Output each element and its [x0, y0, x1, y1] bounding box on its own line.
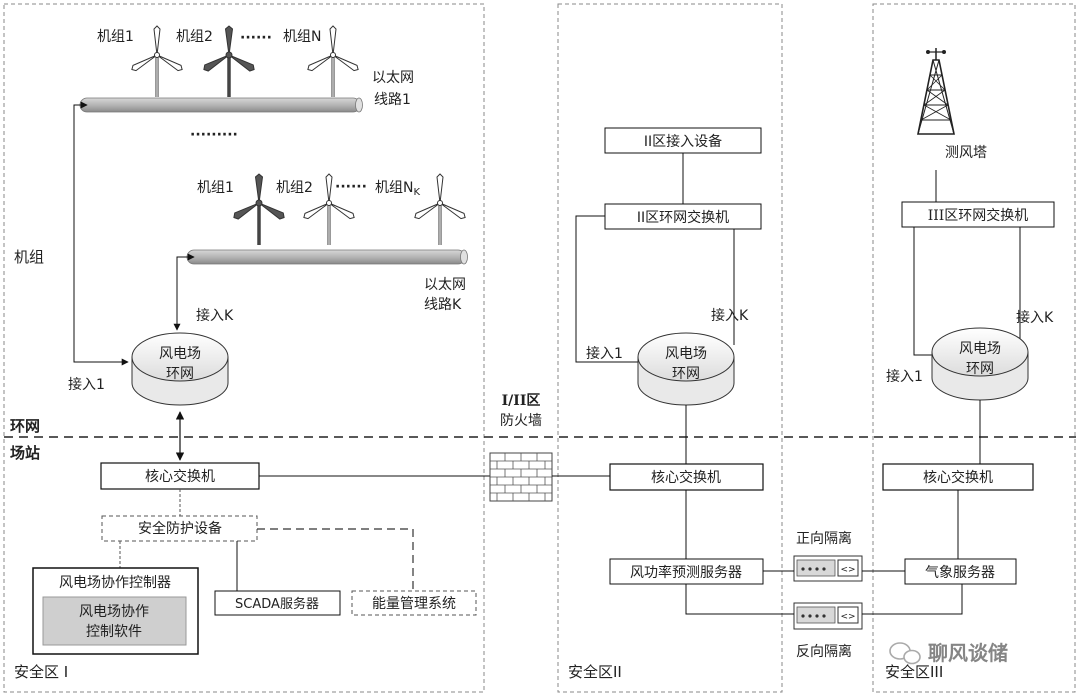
security-protection-device — [101, 515, 258, 542]
cable-k-label-line2: 线路K — [424, 297, 462, 313]
forward-isolation-device-icon: <> — [793, 555, 863, 582]
core-switch-2-label: 核心交换机 — [651, 469, 721, 486]
ring-3-label-line1: 风电场 — [959, 341, 1001, 357]
unit-zone-label: 机组 — [14, 248, 44, 266]
energy-management-system-label: 能量管理系统 — [372, 596, 456, 612]
core-switch-3-label: 核心交换机 — [923, 469, 993, 486]
firewall-label-line1: I/II区 — [502, 393, 541, 409]
zone-3-ring-switch-label: III区环网交换机 — [928, 207, 1029, 224]
zone-3-ring-switch — [901, 201, 1055, 228]
cable-k-label-line1: 以太网 — [424, 277, 466, 293]
watermark: 聊风谈储 — [889, 641, 1008, 665]
turbine-k-ellipsis: ······ — [335, 179, 367, 195]
wind-farm-ring-network-3: 风电场 环网 — [931, 327, 1029, 401]
firewall-icon — [489, 452, 553, 502]
wind-farm-ring-network-1: 风电场 环网 — [131, 332, 229, 406]
svg-text:<>: <> — [840, 612, 855, 622]
core-switch-2 — [609, 463, 764, 491]
ring-3-access-k: 接入K — [1016, 309, 1054, 326]
turbine-k1-label: 机组1 — [197, 180, 234, 196]
coordination-control-software — [42, 596, 187, 646]
weather-server — [904, 558, 1017, 585]
reverse-isolation-device-icon: <> — [793, 602, 863, 630]
ring-2-access-k: 接入K — [711, 307, 749, 324]
ring-3-access-1: 接入1 — [886, 368, 923, 385]
ring-1-label-line2: 环网 — [166, 366, 194, 382]
ring-1-access-k: 接入K — [196, 307, 234, 324]
scada-server — [214, 590, 341, 616]
ring-zone-label: 环网 — [10, 417, 40, 435]
ring-1-access-1: 接入1 — [68, 376, 105, 393]
ethernet-cable-k — [186, 249, 466, 265]
security-protection-device-label: 安全防护设备 — [138, 520, 222, 537]
controller-title: 风电场协作控制器 — [59, 575, 171, 591]
zone-2-ring-switch — [604, 203, 762, 230]
software-label-line1: 风电场协作 — [79, 604, 149, 620]
forward-isolation-label: 正向隔离 — [796, 530, 852, 547]
firewall-label-line2: 防火墙 — [500, 413, 542, 429]
ring-2-label-line2: 环网 — [672, 366, 700, 382]
cable-1-label-line1: 以太网 — [372, 70, 414, 86]
turbine-n-label: 机组N — [283, 29, 321, 45]
weather-server-label: 气象服务器 — [925, 565, 995, 581]
cable-1-label-line2: 线路1 — [374, 92, 411, 108]
wechat-icon — [889, 642, 921, 665]
zone-2-access-device-label: II区接入设备 — [644, 133, 722, 150]
turbine-ellipsis: ······ — [240, 30, 272, 46]
security-zone-2-boundary — [557, 3, 783, 693]
scada-server-label: SCADA服务器 — [235, 596, 319, 612]
zone-2-access-device — [604, 127, 762, 154]
core-switch-3 — [882, 463, 1034, 491]
wind-turbine-icon — [411, 172, 469, 247]
more-lines-ellipsis: ········· — [190, 127, 238, 143]
ring-2-label-line1: 风电场 — [665, 346, 707, 362]
zone-1-label: 安全区 I — [14, 663, 68, 681]
turbine-k2-label: 机组2 — [276, 180, 313, 196]
svg-text:<>: <> — [840, 565, 855, 575]
security-zone-1-boundary — [3, 3, 485, 693]
watermark-text: 聊风谈储 — [928, 641, 1008, 665]
wind-power-forecast-server-label: 风功率预测服务器 — [630, 564, 742, 581]
zone-2-ring-switch-label: II区环网交换机 — [637, 209, 729, 226]
ring-3-label-line2: 环网 — [966, 361, 994, 377]
ethernet-cable-1 — [79, 97, 361, 113]
security-zone-3-boundary — [872, 3, 1076, 693]
zone-3-label: 安全区III — [885, 663, 943, 681]
software-label-line2: 控制软件 — [86, 624, 142, 640]
turbine-2-label: 机组2 — [176, 29, 213, 45]
station-zone-label: 场站 — [10, 444, 40, 462]
ring-1-label-line1: 风电场 — [159, 346, 201, 362]
wind-power-forecast-server — [609, 558, 764, 585]
core-switch-1-label: 核心交换机 — [145, 468, 215, 485]
energy-management-system — [351, 590, 477, 616]
turbine-nk-label: 机组NK — [375, 180, 420, 198]
zone-2-label: 安全区II — [568, 663, 622, 681]
reverse-isolation-label: 反向隔离 — [796, 643, 852, 660]
core-switch-1 — [100, 462, 260, 490]
turbine-1-label: 机组1 — [97, 29, 134, 45]
wind-mast-icon — [917, 48, 955, 135]
ring-2-access-1: 接入1 — [586, 345, 623, 362]
wind-farm-ring-network-2: 风电场 环网 — [637, 332, 735, 406]
wind-mast-label: 测风塔 — [945, 145, 987, 161]
